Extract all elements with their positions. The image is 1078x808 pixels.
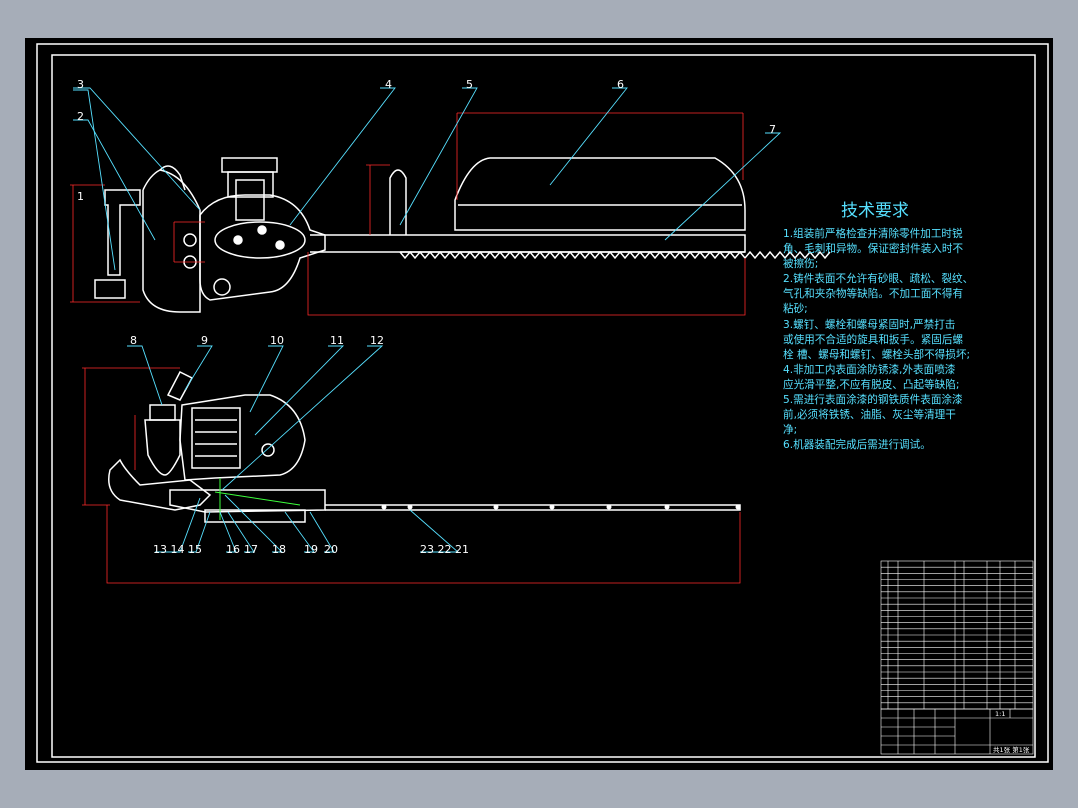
tech-line: 被擦伤; [783, 258, 819, 271]
tech-line: 栓 槽、螺母和螺钉、螺栓头部不得损坏; [783, 348, 971, 361]
callout-4: 4 [385, 78, 392, 91]
callout-15: 15 [188, 543, 202, 556]
tech-line: 3.螺钉、螺栓和螺母紧固时,严禁打击 [783, 318, 956, 331]
callout-10: 10 [270, 334, 284, 347]
callout-1: 1 [77, 190, 84, 203]
drawing-sheet [25, 38, 1053, 770]
tech-line: 粘砂; [783, 303, 808, 316]
side-view-dimensions [82, 367, 741, 584]
callout-13-14: 13 14 [153, 543, 185, 556]
callout-17: 17 [244, 543, 258, 556]
callout-labels: 3 2 1 4 5 6 7 8 9 10 11 12 13 14 15 16 1… [77, 78, 776, 556]
tech-line: 净; [783, 424, 798, 437]
title-block-sheet: 共1张 第1张 [993, 745, 1030, 754]
tech-line: 6.机器装配完成后需进行调试。 [783, 439, 931, 452]
callout-12: 12 [370, 334, 384, 347]
title-block-scale: 1:1 [995, 710, 1005, 718]
callout-11: 11 [330, 334, 344, 347]
top-view-dimensions [70, 112, 746, 316]
callout-5: 5 [466, 78, 473, 91]
callout-6: 6 [617, 78, 624, 91]
callout-16: 16 [226, 543, 240, 556]
tech-requirements-title: 技术要求 [841, 201, 909, 221]
tech-line: 气孔和夹杂物等缺陷。不加工面不得有 [783, 288, 964, 301]
tech-line: 2.铸件表面不允许有砂眼、疏松、裂纹、 [783, 273, 974, 286]
outer-border [36, 43, 1049, 763]
leader-lines [73, 87, 782, 553]
title-block [880, 708, 1034, 755]
inner-border [51, 54, 1036, 758]
callout-20: 20 [324, 543, 338, 556]
tech-line: 前,必须将铁锈、油脂、灰尘等清理干 [783, 409, 956, 422]
callout-7: 7 [769, 123, 776, 136]
side-view [108, 370, 741, 523]
callout-2: 2 [77, 110, 84, 123]
callout-18: 18 [272, 543, 286, 556]
tech-line: 角、毛刺和异物。保证密封件装入时不 [783, 243, 964, 256]
tech-line: 1.组装前严格检查并清除零件加工时锐 [783, 228, 963, 240]
callout-8: 8 [130, 334, 137, 347]
top-view [94, 157, 831, 313]
callout-9: 9 [201, 334, 208, 347]
callout-19: 19 [304, 543, 318, 556]
tech-line: 4.非加工内表面涂防锈漆,外表面喷漆 [783, 363, 956, 376]
callout-3: 3 [77, 78, 84, 91]
tech-line: 或使用不合适的旋具和扳手。紧固后螺 [783, 333, 964, 346]
tech-line: 应光滑平整,不应有脱皮、凸起等缺陷; [783, 378, 960, 391]
tech-line: 5.需进行表面涂漆的钢铁质件表面涂漆 [783, 394, 963, 407]
tech-requirements: 1.组装前严格检查并清除零件加工时锐 角、毛刺和异物。保证密封件装入时不 被擦伤… [783, 227, 1013, 453]
bill-of-materials [880, 560, 1034, 710]
callout-23-22-21: 23 22 21 [420, 543, 469, 556]
